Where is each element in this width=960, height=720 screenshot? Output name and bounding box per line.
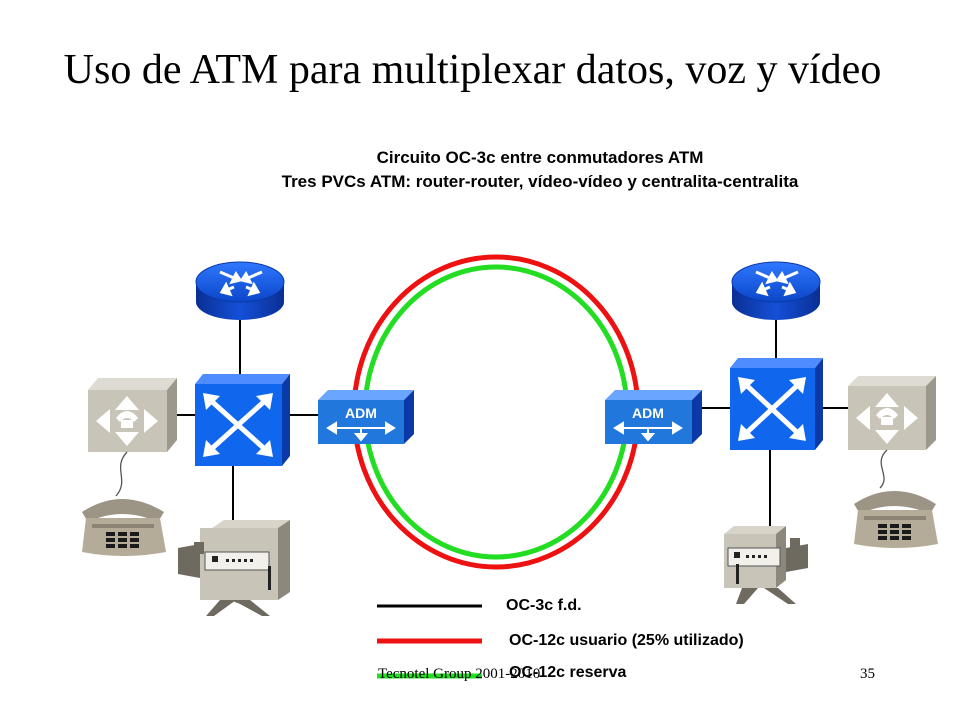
- legend-label-oc12c-usuario: OC-12c usuario (25% utilizado): [509, 632, 744, 649]
- legend-label-oc12c-reserva: OC-12c reserva: [509, 664, 627, 681]
- telephone-icon-right: [854, 491, 938, 548]
- phone-cord-right: [879, 449, 888, 489]
- adm-label-left: ADM: [345, 405, 377, 421]
- atm-switch-icon-right: [730, 358, 823, 450]
- video-camera-icon-right: [724, 526, 808, 604]
- subtitle-circuit: Circuito OC-3c entre conmutadores ATM: [376, 148, 704, 167]
- footer-copyright: Tecnotel Group 2001-2010: [378, 666, 541, 682]
- legend-label-oc3c: OC-3c f.d.: [506, 597, 582, 614]
- slide-title: Uso de ATM para multiplexar datos, voz y…: [63, 47, 882, 93]
- pbx-icon-left: [88, 378, 177, 452]
- adm-icon-right: ADM: [605, 390, 702, 444]
- router-icon-left: [195, 261, 285, 320]
- page-number: 35: [860, 666, 875, 682]
- phone-cord-left: [115, 451, 128, 497]
- subtitle-pvcs: Tres PVCs ATM: router-router, vídeo-víde…: [281, 172, 799, 191]
- atm-switch-icon-left: [195, 374, 290, 466]
- router-icon-right: [731, 261, 821, 320]
- adm-icon-left: ADM: [318, 390, 414, 444]
- video-camera-icon-left: [178, 520, 290, 616]
- telephone-icon-left: [82, 499, 166, 556]
- pbx-icon-right: [848, 376, 936, 450]
- adm-label-right: ADM: [632, 405, 664, 421]
